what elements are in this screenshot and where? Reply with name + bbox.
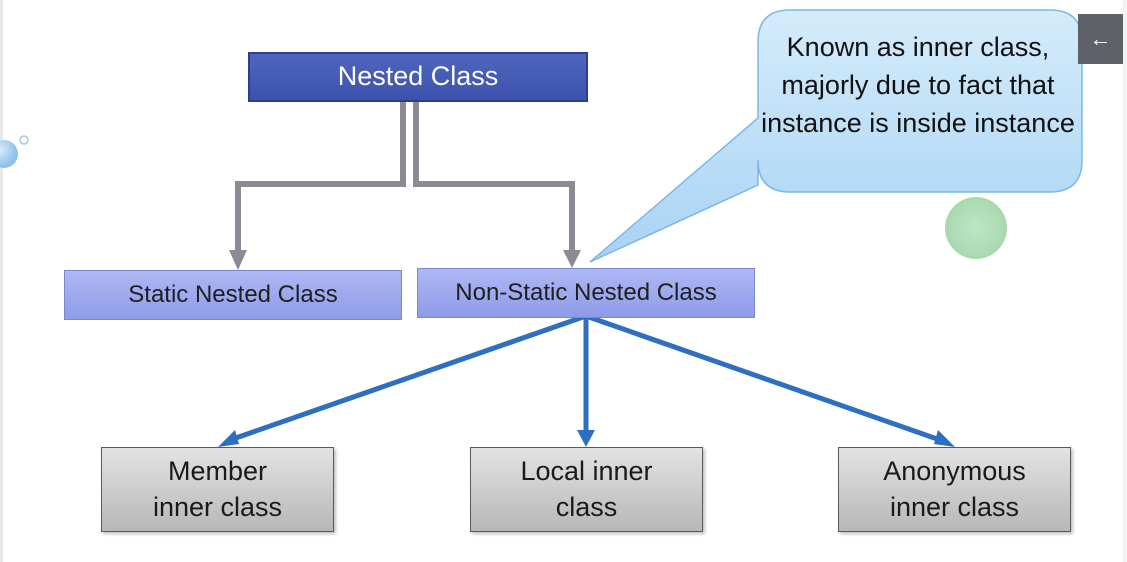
decorative-bubble-small (19, 135, 29, 145)
anonymous-inner-class-node: Anonymous inner class (838, 447, 1071, 532)
anonymous-inner-class-label: Anonymous inner class (883, 456, 1026, 522)
decorative-green-circle (945, 197, 1007, 259)
local-inner-class-label: Local inner class (520, 456, 653, 522)
nested-class-node: Nested Class (248, 52, 588, 102)
arrowhead-anonymous (934, 430, 955, 447)
decorative-bubble-large (0, 140, 18, 168)
gray-connectors (235, 102, 575, 252)
arrowhead-local (577, 430, 595, 447)
blue-connectors (229, 313, 941, 443)
local-inner-class-node: Local inner class (470, 447, 703, 532)
arrowhead-nonstatic (563, 250, 581, 268)
non-static-nested-class-label: Non-Static Nested Class (455, 279, 717, 307)
back-button[interactable]: ← (1078, 14, 1123, 64)
member-inner-class-node: Member inner class (101, 447, 334, 532)
non-static-nested-class-node: Non-Static Nested Class (417, 268, 755, 318)
slide-right-edge (1123, 0, 1127, 562)
arrowhead-static (229, 250, 247, 270)
slide-left-edge (0, 0, 3, 562)
arrowhead-member (218, 430, 239, 447)
static-nested-class-label: Static Nested Class (128, 281, 338, 309)
nested-class-label: Nested Class (337, 61, 499, 92)
static-nested-class-node: Static Nested Class (64, 270, 402, 320)
member-inner-class-label: Member inner class (152, 456, 283, 522)
callout-text: Known as inner class, majorly due to fac… (761, 32, 1075, 138)
arrow-left-icon: ← (1089, 26, 1112, 51)
